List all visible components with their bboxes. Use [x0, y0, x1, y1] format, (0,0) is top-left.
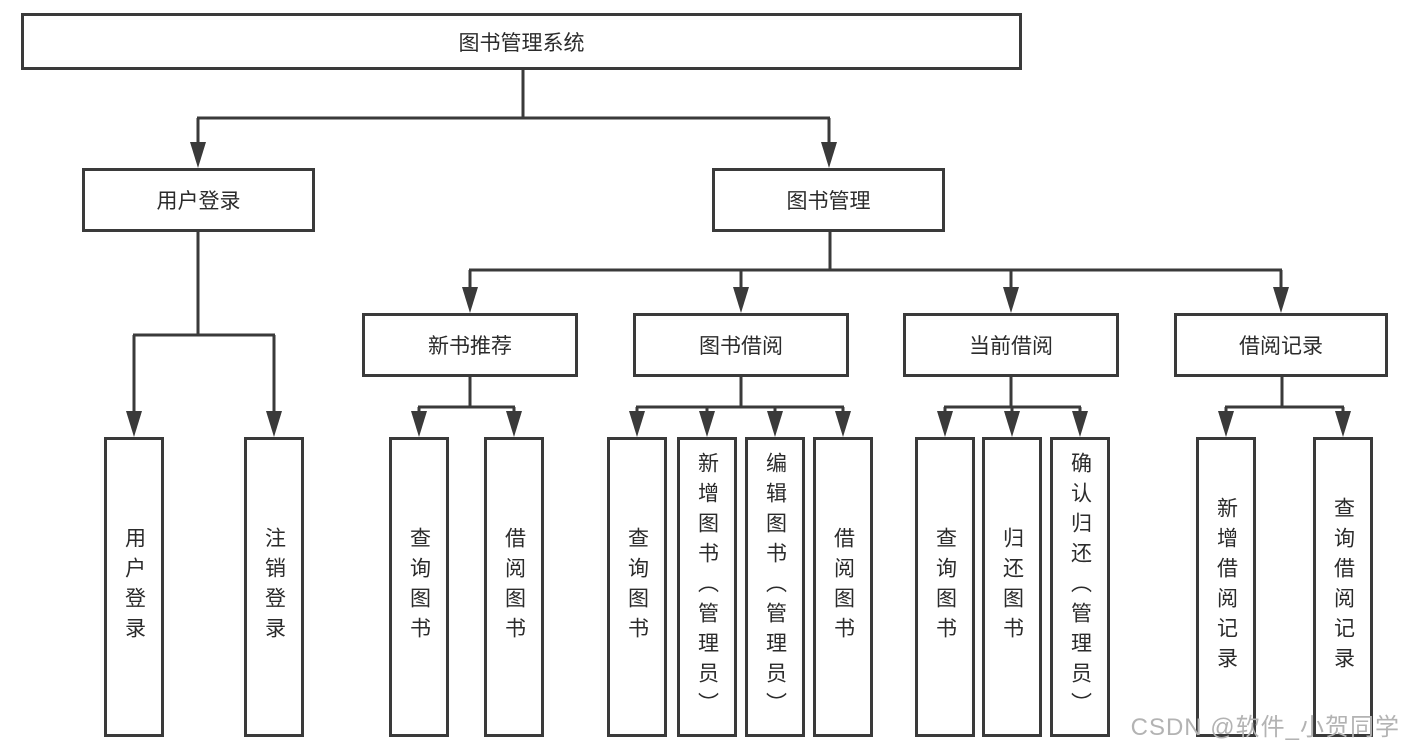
node-label: 查询图书 — [625, 527, 649, 647]
node-label: 用户登录 — [156, 190, 241, 213]
leaf-return-books: 归还图书 — [982, 437, 1042, 737]
leaf-add-books-admin: 新增图书（管理员） — [677, 437, 737, 737]
node-label: 图书管理 — [786, 190, 871, 213]
node-label: 查询借阅记录 — [1331, 497, 1355, 677]
leaf-query-borrow-record: 查询借阅记录 — [1313, 437, 1373, 737]
node-label: 借阅图书 — [502, 527, 526, 647]
node-label: 确认归还（管理员） — [1068, 452, 1092, 722]
leaf-query-books-2: 查询图书 — [607, 437, 667, 737]
leaf-query-books-3: 查询图书 — [915, 437, 975, 737]
node-label: 编辑图书（管理员） — [763, 452, 787, 722]
node-label: 用户登录 — [122, 527, 146, 647]
leaf-borrow-books-1: 借阅图书 — [484, 437, 544, 737]
leaf-user-login: 用户登录 — [104, 437, 164, 737]
node-label: 查询图书 — [933, 527, 957, 647]
node-label: 图书借阅 — [699, 335, 783, 358]
csdn-watermark: CSDN @软件_小贺同学 — [1130, 714, 1400, 741]
node-label: 新书推荐 — [428, 335, 512, 358]
node-label: 查询图书 — [407, 527, 431, 647]
node-label: 借阅图书 — [831, 527, 855, 647]
node-label: 新增借阅记录 — [1214, 497, 1238, 677]
leaf-edit-books-admin: 编辑图书（管理员） — [745, 437, 805, 737]
leaf-logout: 注销登录 — [244, 437, 304, 737]
node-book-borrow: 图书借阅 — [633, 313, 849, 377]
leaf-query-books-1: 查询图书 — [389, 437, 449, 737]
node-root: 图书管理系统 — [21, 13, 1022, 70]
node-new-book-recommend: 新书推荐 — [362, 313, 578, 377]
leaf-add-borrow-record: 新增借阅记录 — [1196, 437, 1256, 737]
node-user-login: 用户登录 — [82, 168, 315, 232]
node-label: 图书管理系统 — [458, 31, 585, 55]
leaf-borrow-books-2: 借阅图书 — [813, 437, 873, 737]
node-borrow-records: 借阅记录 — [1174, 313, 1388, 377]
leaf-confirm-return-admin: 确认归还（管理员） — [1050, 437, 1110, 737]
node-current-borrow: 当前借阅 — [903, 313, 1119, 377]
node-label: 注销登录 — [262, 527, 286, 647]
node-label: 新增图书（管理员） — [695, 452, 719, 722]
node-label: 借阅记录 — [1239, 335, 1323, 358]
node-label: 归还图书 — [1000, 527, 1024, 647]
node-label: 当前借阅 — [969, 335, 1053, 358]
node-book-management: 图书管理 — [712, 168, 945, 232]
